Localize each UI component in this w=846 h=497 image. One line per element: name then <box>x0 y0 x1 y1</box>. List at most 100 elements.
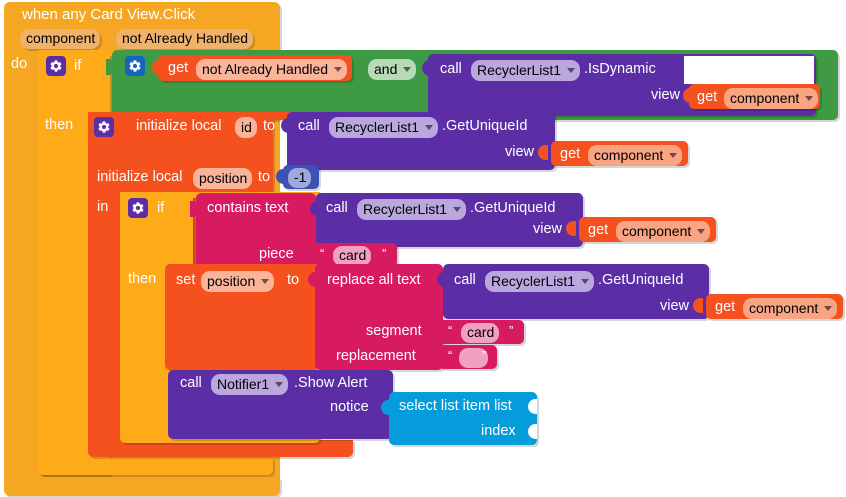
and-right-socket <box>422 60 432 76</box>
number-value-field[interactable]: -1 <box>288 168 312 188</box>
isdynamic-component-dropdown[interactable]: RecyclerList1 <box>471 60 581 81</box>
getuniqueid-1-component-dropdown[interactable]: RecyclerList1 <box>329 117 439 138</box>
outer-if-then-label: then <box>45 117 74 133</box>
getuniqueid-1-view-socket <box>538 145 548 160</box>
and-gear-icon[interactable] <box>125 56 145 76</box>
text-card-1-close-quote: ” <box>382 246 387 261</box>
event-param-not-already-handled: not Already Handled <box>116 29 254 49</box>
get-not-already-handled-variable[interactable]: not Already Handled <box>196 59 348 80</box>
initialize-local-position-prefix: initialize local <box>97 169 183 185</box>
select-list-item-block[interactable] <box>389 392 537 445</box>
get-component-2-variable[interactable]: component <box>616 221 711 242</box>
get-component-3-get-label: get <box>715 299 736 315</box>
initialize-local-id-name[interactable]: id <box>235 117 257 138</box>
text-card-2-value[interactable]: card <box>461 323 500 343</box>
text-empty-value[interactable] <box>459 348 488 368</box>
chevron-down-icon[interactable] <box>567 68 576 73</box>
event-param-component-label: component <box>26 30 96 47</box>
getuniqueid-3-method-label: .GetUniqueId <box>598 272 684 288</box>
replace-segment-socket <box>432 324 442 339</box>
event-do-label: do <box>11 56 28 72</box>
contains-text-block[interactable] <box>196 193 316 268</box>
isdynamic-empty-area <box>684 56 814 84</box>
outer-if-label: if <box>74 58 82 74</box>
showalert-notice-label: notice <box>330 399 369 415</box>
event-block-foot <box>4 478 280 496</box>
chevron-down-icon[interactable] <box>425 125 434 130</box>
local-id-gear-icon[interactable] <box>94 117 114 137</box>
chevron-down-icon[interactable] <box>805 96 814 101</box>
get-component-3-variable-label: component <box>749 299 819 316</box>
text-card-2-open-quote: “ <box>448 323 453 338</box>
initialize-local-id-name-label: id <box>241 118 252 135</box>
showalert-component-dropdown[interactable]: Notifier1 <box>211 374 289 395</box>
getuniqueid-2-method-label: .GetUniqueId <box>470 200 556 216</box>
get-component-2-variable-label: component <box>622 222 692 239</box>
getuniqueid-2-call-label: call <box>326 200 348 216</box>
chevron-down-icon[interactable] <box>275 382 284 387</box>
isdynamic-component-label: RecyclerList1 <box>477 61 562 78</box>
outer-if-condition-socket <box>106 59 116 75</box>
event-param-not-already-handled-label: not Already Handled <box>122 30 249 47</box>
contains-text-label: contains text <box>207 200 289 216</box>
text-card-1-value-label: card <box>339 247 367 264</box>
inner-if-gear-icon[interactable] <box>128 198 148 218</box>
replace-all-text-block[interactable] <box>315 264 443 370</box>
chevron-down-icon[interactable] <box>334 67 343 72</box>
contains-piece-socket <box>305 247 315 262</box>
chevron-down-icon[interactable] <box>824 306 833 311</box>
set-position-variable-label: position <box>207 272 256 289</box>
replace-all-text-label: replace all text <box>327 272 421 288</box>
get-component-3-variable[interactable]: component <box>743 298 838 319</box>
getuniqueid-1-component-label: RecyclerList1 <box>335 118 420 135</box>
and-operator-label: and <box>374 60 398 77</box>
initialize-local-id-to-label: to <box>263 118 276 134</box>
getuniqueid-3-component-label: RecyclerList1 <box>491 272 576 289</box>
set-position-variable[interactable]: position <box>201 271 275 292</box>
set-position-value-socket <box>308 272 318 287</box>
initialize-local-id-prefix: initialize local <box>136 118 222 134</box>
select-list-item-index-socket[interactable] <box>528 424 537 439</box>
select-list-item-list-socket[interactable] <box>528 399 537 414</box>
event-param-component: component <box>20 29 101 49</box>
chevron-down-icon[interactable] <box>261 279 270 284</box>
select-list-item-index-label: index <box>481 423 516 439</box>
set-position-set-label: set <box>176 272 196 288</box>
set-position-to-label: to <box>287 272 300 288</box>
get-not-already-handled-plug <box>152 60 162 75</box>
showalert-component-label: Notifier1 <box>217 375 270 392</box>
getuniqueid-2-view-socket <box>566 221 576 236</box>
isdynamic-view-socket <box>683 88 693 103</box>
showalert-method-label: .Show Alert <box>294 375 368 391</box>
contains-text-arg-socket <box>310 201 320 216</box>
chevron-down-icon[interactable] <box>581 279 590 284</box>
chevron-down-icon[interactable] <box>669 153 678 158</box>
initialize-local-id-foot <box>88 440 353 457</box>
text-card-2-close-quote: ” <box>509 323 514 338</box>
chevron-down-icon[interactable] <box>403 67 412 72</box>
text-card-1-value[interactable]: card <box>333 246 372 266</box>
text-empty-open-quote: “ <box>448 348 453 363</box>
text-card-2-value-label: card <box>467 324 495 341</box>
initialize-local-position-socket <box>276 169 285 184</box>
get-component-1-variable[interactable]: component <box>588 145 683 166</box>
initialize-local-position-name[interactable]: position <box>193 168 253 189</box>
getuniqueid-2-component-dropdown[interactable]: RecyclerList1 <box>357 199 467 220</box>
and-operator-dropdown[interactable]: and <box>368 59 417 80</box>
getuniqueid-3-component-dropdown[interactable]: RecyclerList1 <box>485 271 595 292</box>
initialize-local-in-label: in <box>97 199 109 215</box>
get-component-1-get-label: get <box>560 146 581 162</box>
gear-icon[interactable] <box>46 56 66 76</box>
select-list-item-label: select list item list <box>399 398 512 414</box>
getuniqueid-1-view-label: view <box>505 144 535 160</box>
getuniqueid-2-view-label: view <box>533 221 563 237</box>
isdynamic-call-label: call <box>440 61 462 77</box>
inner-if-then-label: then <box>128 271 157 287</box>
isdynamic-view-arg-label: view <box>651 87 681 103</box>
chevron-down-icon[interactable] <box>453 207 462 212</box>
chevron-down-icon[interactable] <box>697 229 706 234</box>
get-component-isdynamic-variable[interactable]: component <box>724 88 819 109</box>
initialize-local-id-topbar <box>88 112 353 120</box>
isdynamic-method-label: .IsDynamic <box>584 61 656 77</box>
